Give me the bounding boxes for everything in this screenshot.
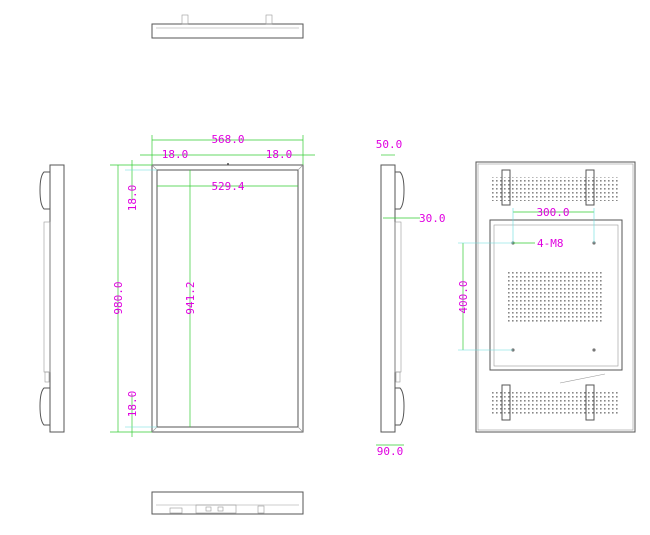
dim-bottom-border: 18.0	[126, 391, 139, 418]
dim-inner-width: 529.4	[211, 180, 244, 193]
bottom-view	[151, 491, 304, 515]
dim-vesa-horizontal: 300.0	[536, 206, 569, 219]
dim-overall-width: 568.0	[211, 133, 244, 146]
camera-marker	[227, 163, 229, 165]
dim-depth-top: 50.0	[376, 138, 403, 151]
dim-left-border: 18.0	[162, 148, 189, 161]
dim-top-border: 18.0	[126, 185, 139, 212]
dim-overall-height: 980.0	[112, 281, 125, 314]
dim-wall-offset: 30.0	[419, 212, 446, 225]
dim-right-border: 18.0	[266, 148, 293, 161]
label-mount-holes: 4-M8	[537, 237, 564, 250]
dim-inner-height: 941.2	[184, 281, 197, 314]
front-view: 568.0 18.0 18.0 529.4 941.2 980.0 18.0 1…	[110, 133, 315, 437]
top-view	[151, 14, 304, 39]
left-side-view	[39, 164, 65, 433]
dim-depth-bottom: 90.0	[377, 445, 404, 458]
right-side-view: 50.0 30.0 90.0	[376, 138, 446, 458]
dim-vesa-vertical: 400.0	[457, 280, 470, 313]
back-view: 300.0 4-M8 400.0	[457, 161, 636, 433]
